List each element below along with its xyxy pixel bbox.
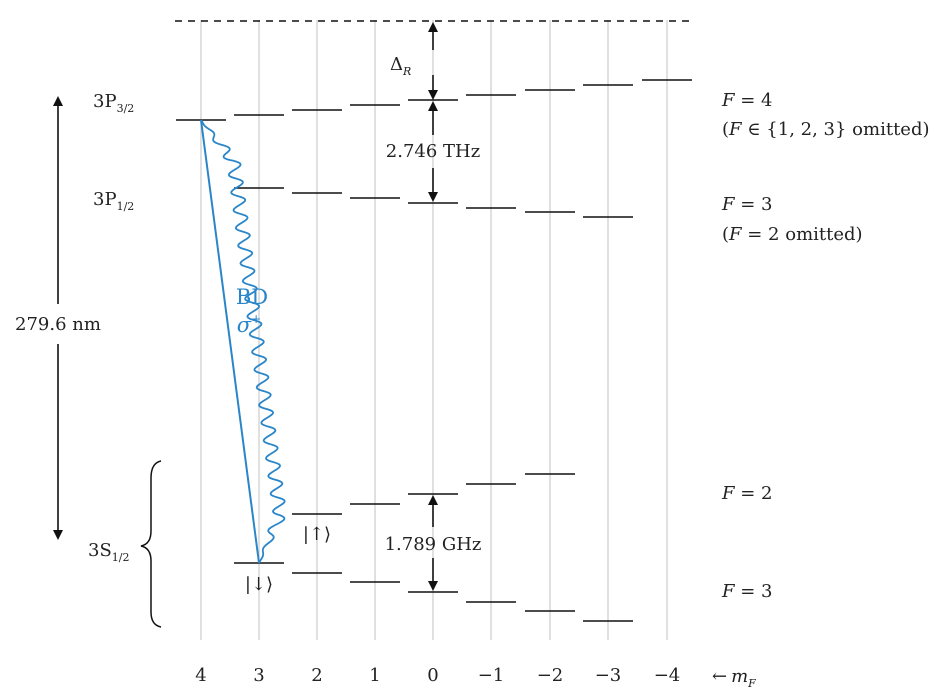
- mf-tick: −1: [478, 665, 505, 686]
- fine-splitting-label: 2.746 THz: [386, 141, 480, 162]
- hyperfine-splitting-label: 1.789 GHz: [385, 534, 482, 555]
- state-label-3p12: 3P1/2: [93, 189, 134, 213]
- mf-tick: 4: [195, 665, 206, 686]
- f-label-s-f3: F = 3: [721, 581, 772, 602]
- delta-r-label: ΔR: [390, 54, 411, 78]
- bd-transition-line: [200, 119, 260, 564]
- mf-tick: −3: [595, 665, 622, 686]
- mf-tick: 3: [253, 665, 264, 686]
- mf-tick: 2: [311, 665, 322, 686]
- p32-f4-sublevels: [176, 79, 692, 121]
- s12-f2-sublevels: [292, 473, 575, 515]
- bd-label: BD: [236, 285, 268, 309]
- mf-tick-labels: 4 3 2 1 0 −1 −2 −3 −4: [195, 665, 680, 686]
- mf-axis-label: ←mF: [712, 666, 756, 690]
- f-label-p32: F = 4: [721, 90, 772, 111]
- p12-f3-sublevels: [234, 187, 633, 218]
- emission-wavy-line: [200, 119, 286, 564]
- qubit-down-label: |↓⟩: [245, 574, 273, 595]
- f-note-p12: (F = 2 omitted): [722, 224, 863, 245]
- f-note-p32: (F ∈ {1, 2, 3} omitted): [722, 119, 930, 140]
- s12-f3-sublevels: [234, 562, 633, 622]
- sigma-plus-label: σ+: [237, 312, 261, 337]
- mf-tick: −4: [654, 665, 681, 686]
- state-label-3s12: 3S1/2: [88, 540, 130, 564]
- f-label-s-f2: F = 2: [721, 483, 772, 504]
- wavelength-label: 279.6 nm: [15, 314, 101, 335]
- mf-tick: −2: [537, 665, 564, 686]
- qubit-up-label: |↑⟩: [303, 524, 331, 545]
- f-label-p12: F = 3: [721, 194, 772, 215]
- s12-brace: [140, 460, 162, 628]
- mf-tick: 0: [427, 665, 438, 686]
- mf-tick: 1: [369, 665, 380, 686]
- state-label-3p32: 3P3/2: [93, 91, 134, 115]
